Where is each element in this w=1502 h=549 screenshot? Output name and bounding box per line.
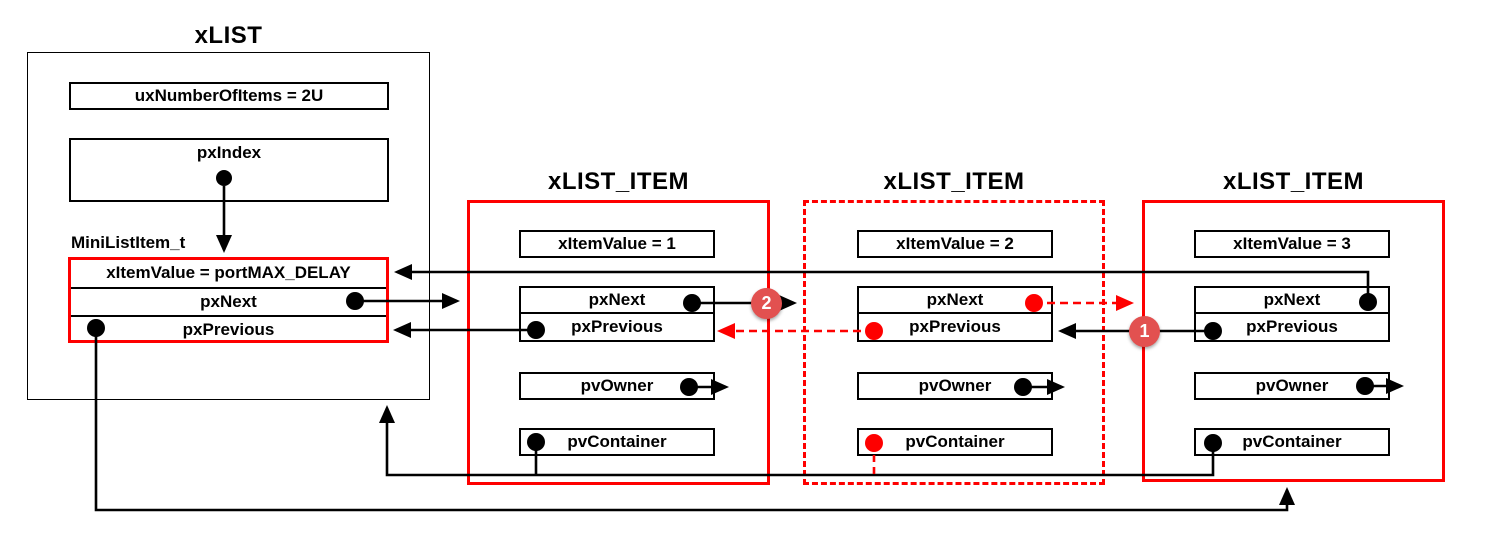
minilistitem-label: MiniListItem_t [71, 233, 186, 252]
item3-title: xLIST_ITEM [1222, 168, 1365, 195]
item1-title: xLIST_ITEM [547, 168, 690, 195]
item2-pxnext: pxNext [857, 286, 1053, 314]
item2-pvcontainer: pvContainer [857, 428, 1053, 456]
badge-step-1: 1 [1129, 316, 1160, 347]
mini-row-pxnext: pxNext [71, 286, 386, 316]
item3-pxprevious: pxPrevious [1194, 314, 1390, 342]
item2-pvowner: pvOwner [857, 372, 1053, 400]
mini-row-xitemvalue: xItemValue = portMAX_DELAY [106, 263, 351, 283]
item2-xitemvalue: xItemValue = 2 [857, 230, 1053, 258]
item3-pxnext: pxNext [1194, 286, 1390, 314]
item2-title: xLIST_ITEM [883, 168, 1025, 195]
mini-row-pxprevious: pxPrevious [71, 315, 386, 344]
badge-step-2: 2 [751, 288, 782, 319]
xlist-field-uxnumberofitems: uxNumberOfItems = 2U [69, 82, 389, 110]
xlist-field-pxindex: pxIndex [69, 138, 389, 202]
item1-pxnext: pxNext [519, 286, 715, 314]
item3-pvcontainer: pvContainer [1194, 428, 1390, 456]
minilistitem-box: xItemValue = portMAX_DELAY pxNext pxPrev… [68, 257, 389, 343]
item1-pxprevious: pxPrevious [519, 314, 715, 342]
item1-pvcontainer: pvContainer [519, 428, 715, 456]
item3-xitemvalue: xItemValue = 3 [1194, 230, 1390, 258]
item1-xitemvalue: xItemValue = 1 [519, 230, 715, 258]
item3-pvowner: pvOwner [1194, 372, 1390, 400]
xlist-title: xLIST [194, 22, 263, 49]
item2-pxprevious: pxPrevious [857, 314, 1053, 342]
item1-pvowner: pvOwner [519, 372, 715, 400]
